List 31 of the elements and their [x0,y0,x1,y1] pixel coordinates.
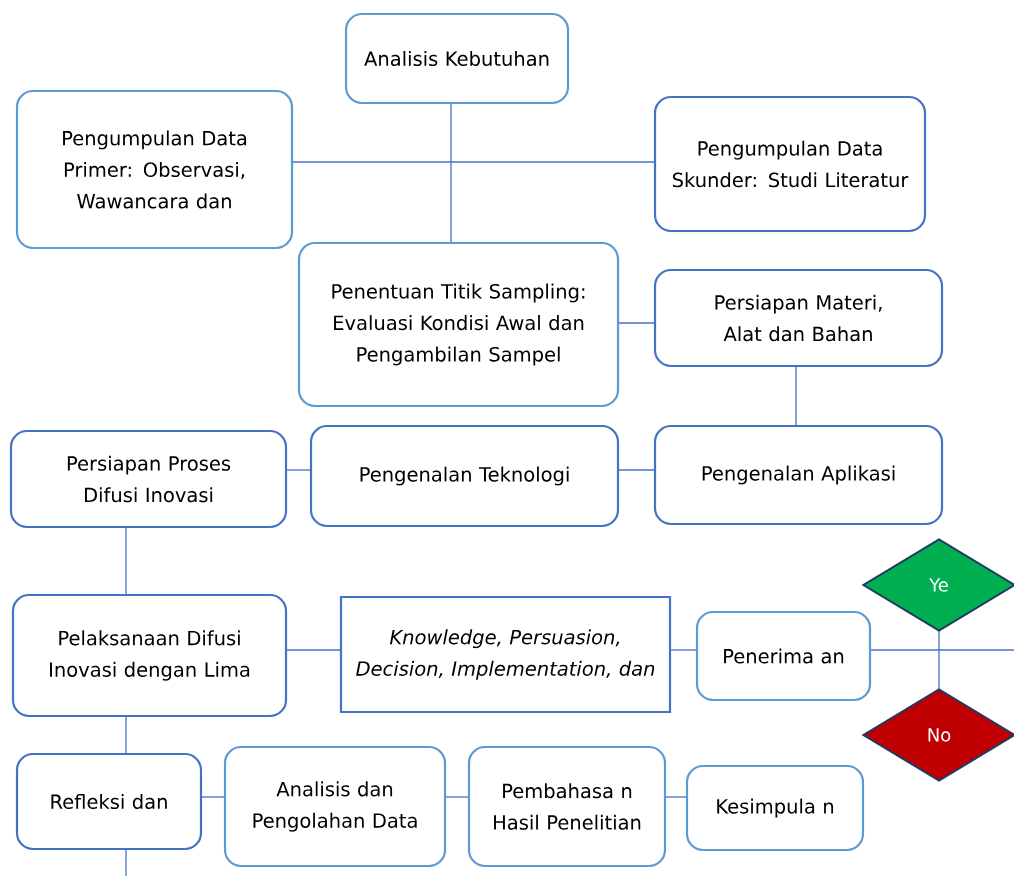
connector-line [617,469,656,471]
connector-line [869,649,1014,651]
process-box: Kesimpula n [685,764,865,852]
connector-line [444,796,470,798]
connector-line [669,649,698,651]
connector-line [938,630,940,690]
connector-line [125,848,127,876]
process-box: Analisis dan Pengolahan Data [223,745,447,868]
connector-line [125,526,127,596]
process-box: Pembahasa n Hasil Penelitian [467,745,667,868]
process-box: Pengenalan Teknologi [309,424,620,528]
connector-line [285,649,342,651]
process-box: Pengumpulan Data Skunder: Studi Literatur [653,95,927,233]
process-box: Pengumpulan Data Primer: Observasi, Wawancara dan [15,89,294,250]
connector-line [664,796,688,798]
process-box: Penentuan Titik Sampling: Evaluasi Kondisi Awal dan Pengambilan Sampel [297,241,620,408]
connector-line [200,796,226,798]
connector-line [285,469,312,471]
process-box: Analisis Kebutuhan [344,12,570,105]
process-box: Persiapan Proses Difusi Inovasi [9,429,288,529]
process-box: Knowledge, Persuasion, Decision, Implementation, dan [339,595,672,714]
connector-line [617,322,656,324]
connector-line [795,365,797,427]
connector-line [291,161,656,163]
process-box: Refleksi dan [15,752,203,851]
process-box: Penerima an [695,610,872,702]
process-box: Persiapan Materi, Alat dan Bahan [653,268,944,368]
process-box: Pelaksanaan Difusi Inovasi dengan Lima [11,593,288,718]
connector-line [125,715,127,755]
process-box: Pengenalan Aplikasi [653,424,944,526]
connector-line [450,102,452,244]
